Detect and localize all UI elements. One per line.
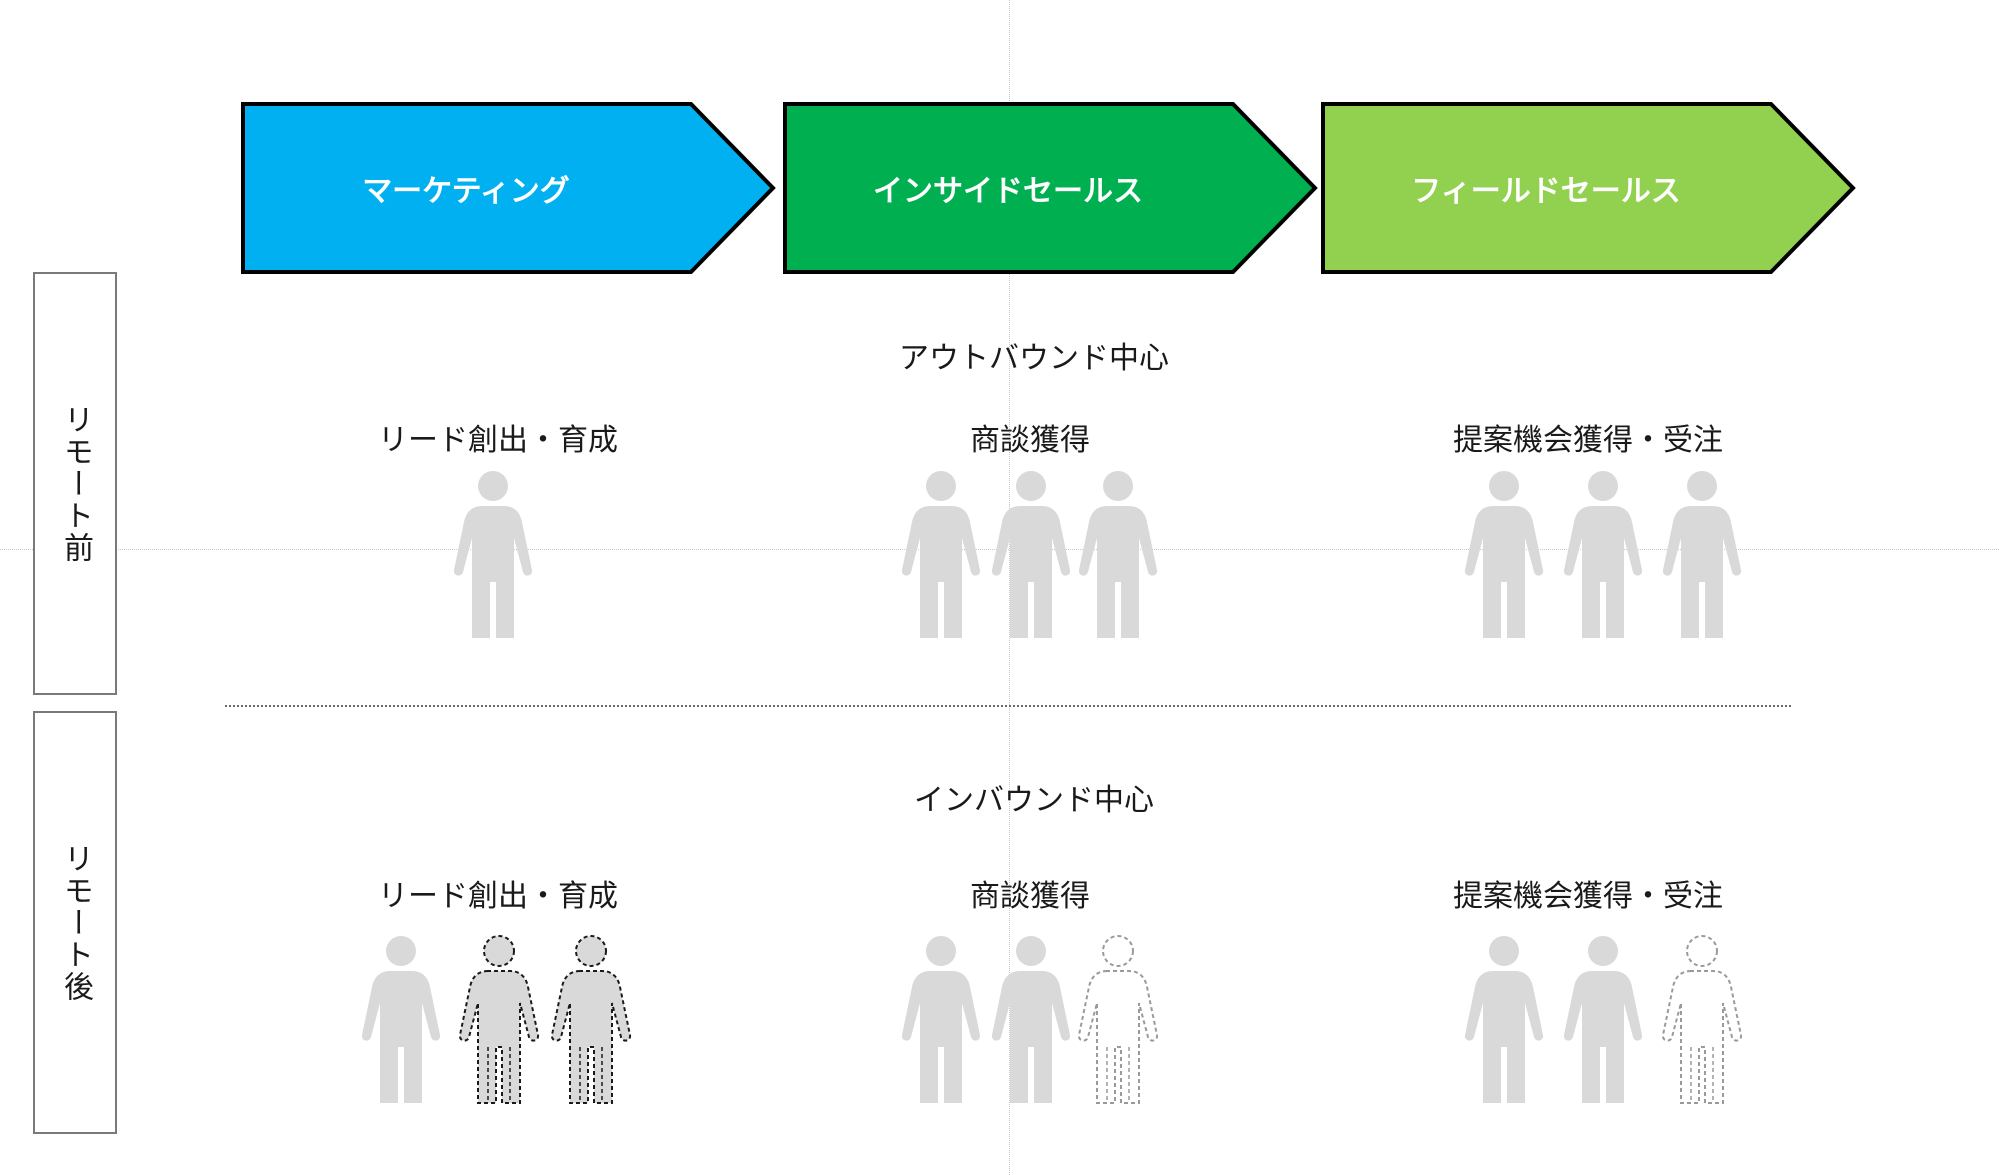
person-solid-icon xyxy=(901,471,981,638)
arrow-shape-inside-sales xyxy=(783,102,1318,274)
person-solid-icon xyxy=(991,471,1071,638)
side-label-before: リモート前 xyxy=(58,403,93,564)
column-label-meeting-acquisition: 商談獲得 xyxy=(970,423,1090,458)
person-solid-icon xyxy=(901,936,981,1103)
row-title-outbound: アウトバウンド中心 xyxy=(899,341,1169,376)
stage-arrow-marketing: マーケティング xyxy=(241,100,781,276)
column-label-lead-generation: リード創出・育成 xyxy=(378,879,618,914)
person-added-icon xyxy=(550,935,632,1104)
stage-label-inside-sales: インサイドセールス xyxy=(873,174,1143,209)
vertical-guide-line xyxy=(1009,0,1010,1175)
side-box-after: リモート後 xyxy=(33,711,117,1134)
row-separator xyxy=(225,705,1791,707)
stage-arrow-field-sales: フィールドセールス xyxy=(1321,100,1861,276)
column-label-lead-generation: リード創出・育成 xyxy=(378,423,618,458)
stage-label-field-sales: フィールドセールス xyxy=(1411,174,1681,209)
arrow-shape-field-sales xyxy=(1321,102,1856,274)
person-solid-icon xyxy=(1563,936,1643,1103)
person-solid-icon xyxy=(361,936,441,1103)
arrow-shape-marketing xyxy=(241,102,776,274)
person-solid-icon xyxy=(1078,471,1158,638)
person-solid-icon xyxy=(453,471,533,638)
person-added-icon xyxy=(458,935,540,1104)
side-label-after: リモート後 xyxy=(58,842,93,1003)
stage-arrow-inside-sales: インサイドセールス xyxy=(783,100,1323,276)
column-label-proposal-order: 提案機会獲得・受注 xyxy=(1453,879,1723,914)
person-solid-icon xyxy=(1662,471,1742,638)
person-solid-icon xyxy=(991,936,1071,1103)
person-removed-icon xyxy=(1661,935,1743,1104)
column-label-meeting-acquisition: 商談獲得 xyxy=(970,879,1090,914)
column-label-proposal-order: 提案機会獲得・受注 xyxy=(1453,423,1723,458)
stage-label-marketing: マーケティング xyxy=(362,174,570,209)
person-solid-icon xyxy=(1464,936,1544,1103)
person-solid-icon xyxy=(1563,471,1643,638)
person-removed-icon xyxy=(1077,935,1159,1104)
person-solid-icon xyxy=(1464,471,1544,638)
side-box-before: リモート前 xyxy=(33,272,117,695)
row-title-inbound: インバウンド中心 xyxy=(914,783,1154,818)
